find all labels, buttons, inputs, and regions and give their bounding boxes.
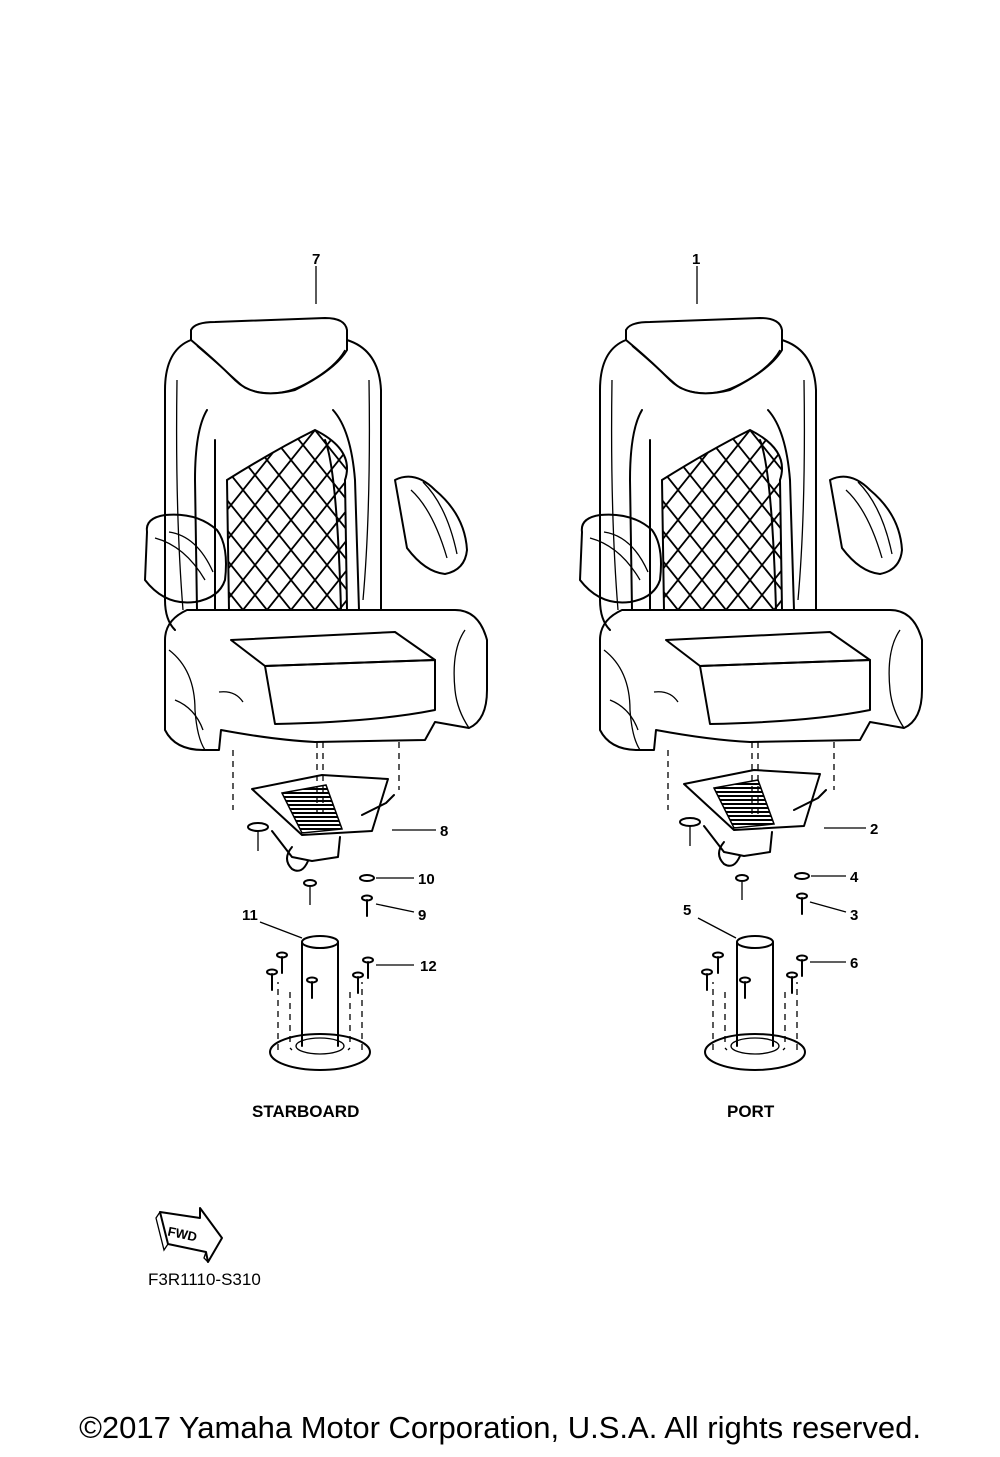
callout-starboard-seat: 7 [312,251,320,268]
callout-port-pedestal-screw: 6 [850,955,858,972]
callout-port-pedestal: 5 [683,902,691,919]
copyright-notice: ©2017 Yamaha Motor Corporation, U.S.A. A… [79,1410,921,1445]
callout-port-bracket: 2 [870,821,878,838]
callout-starboard-washer: 10 [418,871,435,888]
starboard-seat-assembly: 7 8 10 9 11 12 [144,251,488,1071]
callout-starboard-pedestal: 11 [242,907,258,924]
starboard-label: STARBOARD [252,1102,360,1121]
port-seat-assembly: 1 2 4 3 5 6 [579,251,923,1071]
fwd-arrow-label: FWD [166,1224,198,1245]
callout-starboard-screw: 9 [418,907,426,924]
reference-code: F3R1110-S310 [148,1270,261,1289]
port-label: PORT [727,1102,775,1121]
callout-port-seat: 1 [692,251,700,268]
callout-port-screw: 3 [850,907,858,924]
callout-port-washer: 4 [850,869,859,886]
fwd-arrow-icon: FWD [155,1207,223,1263]
callout-starboard-pedestal-screw: 12 [420,958,437,975]
callout-starboard-bracket: 8 [440,823,448,840]
